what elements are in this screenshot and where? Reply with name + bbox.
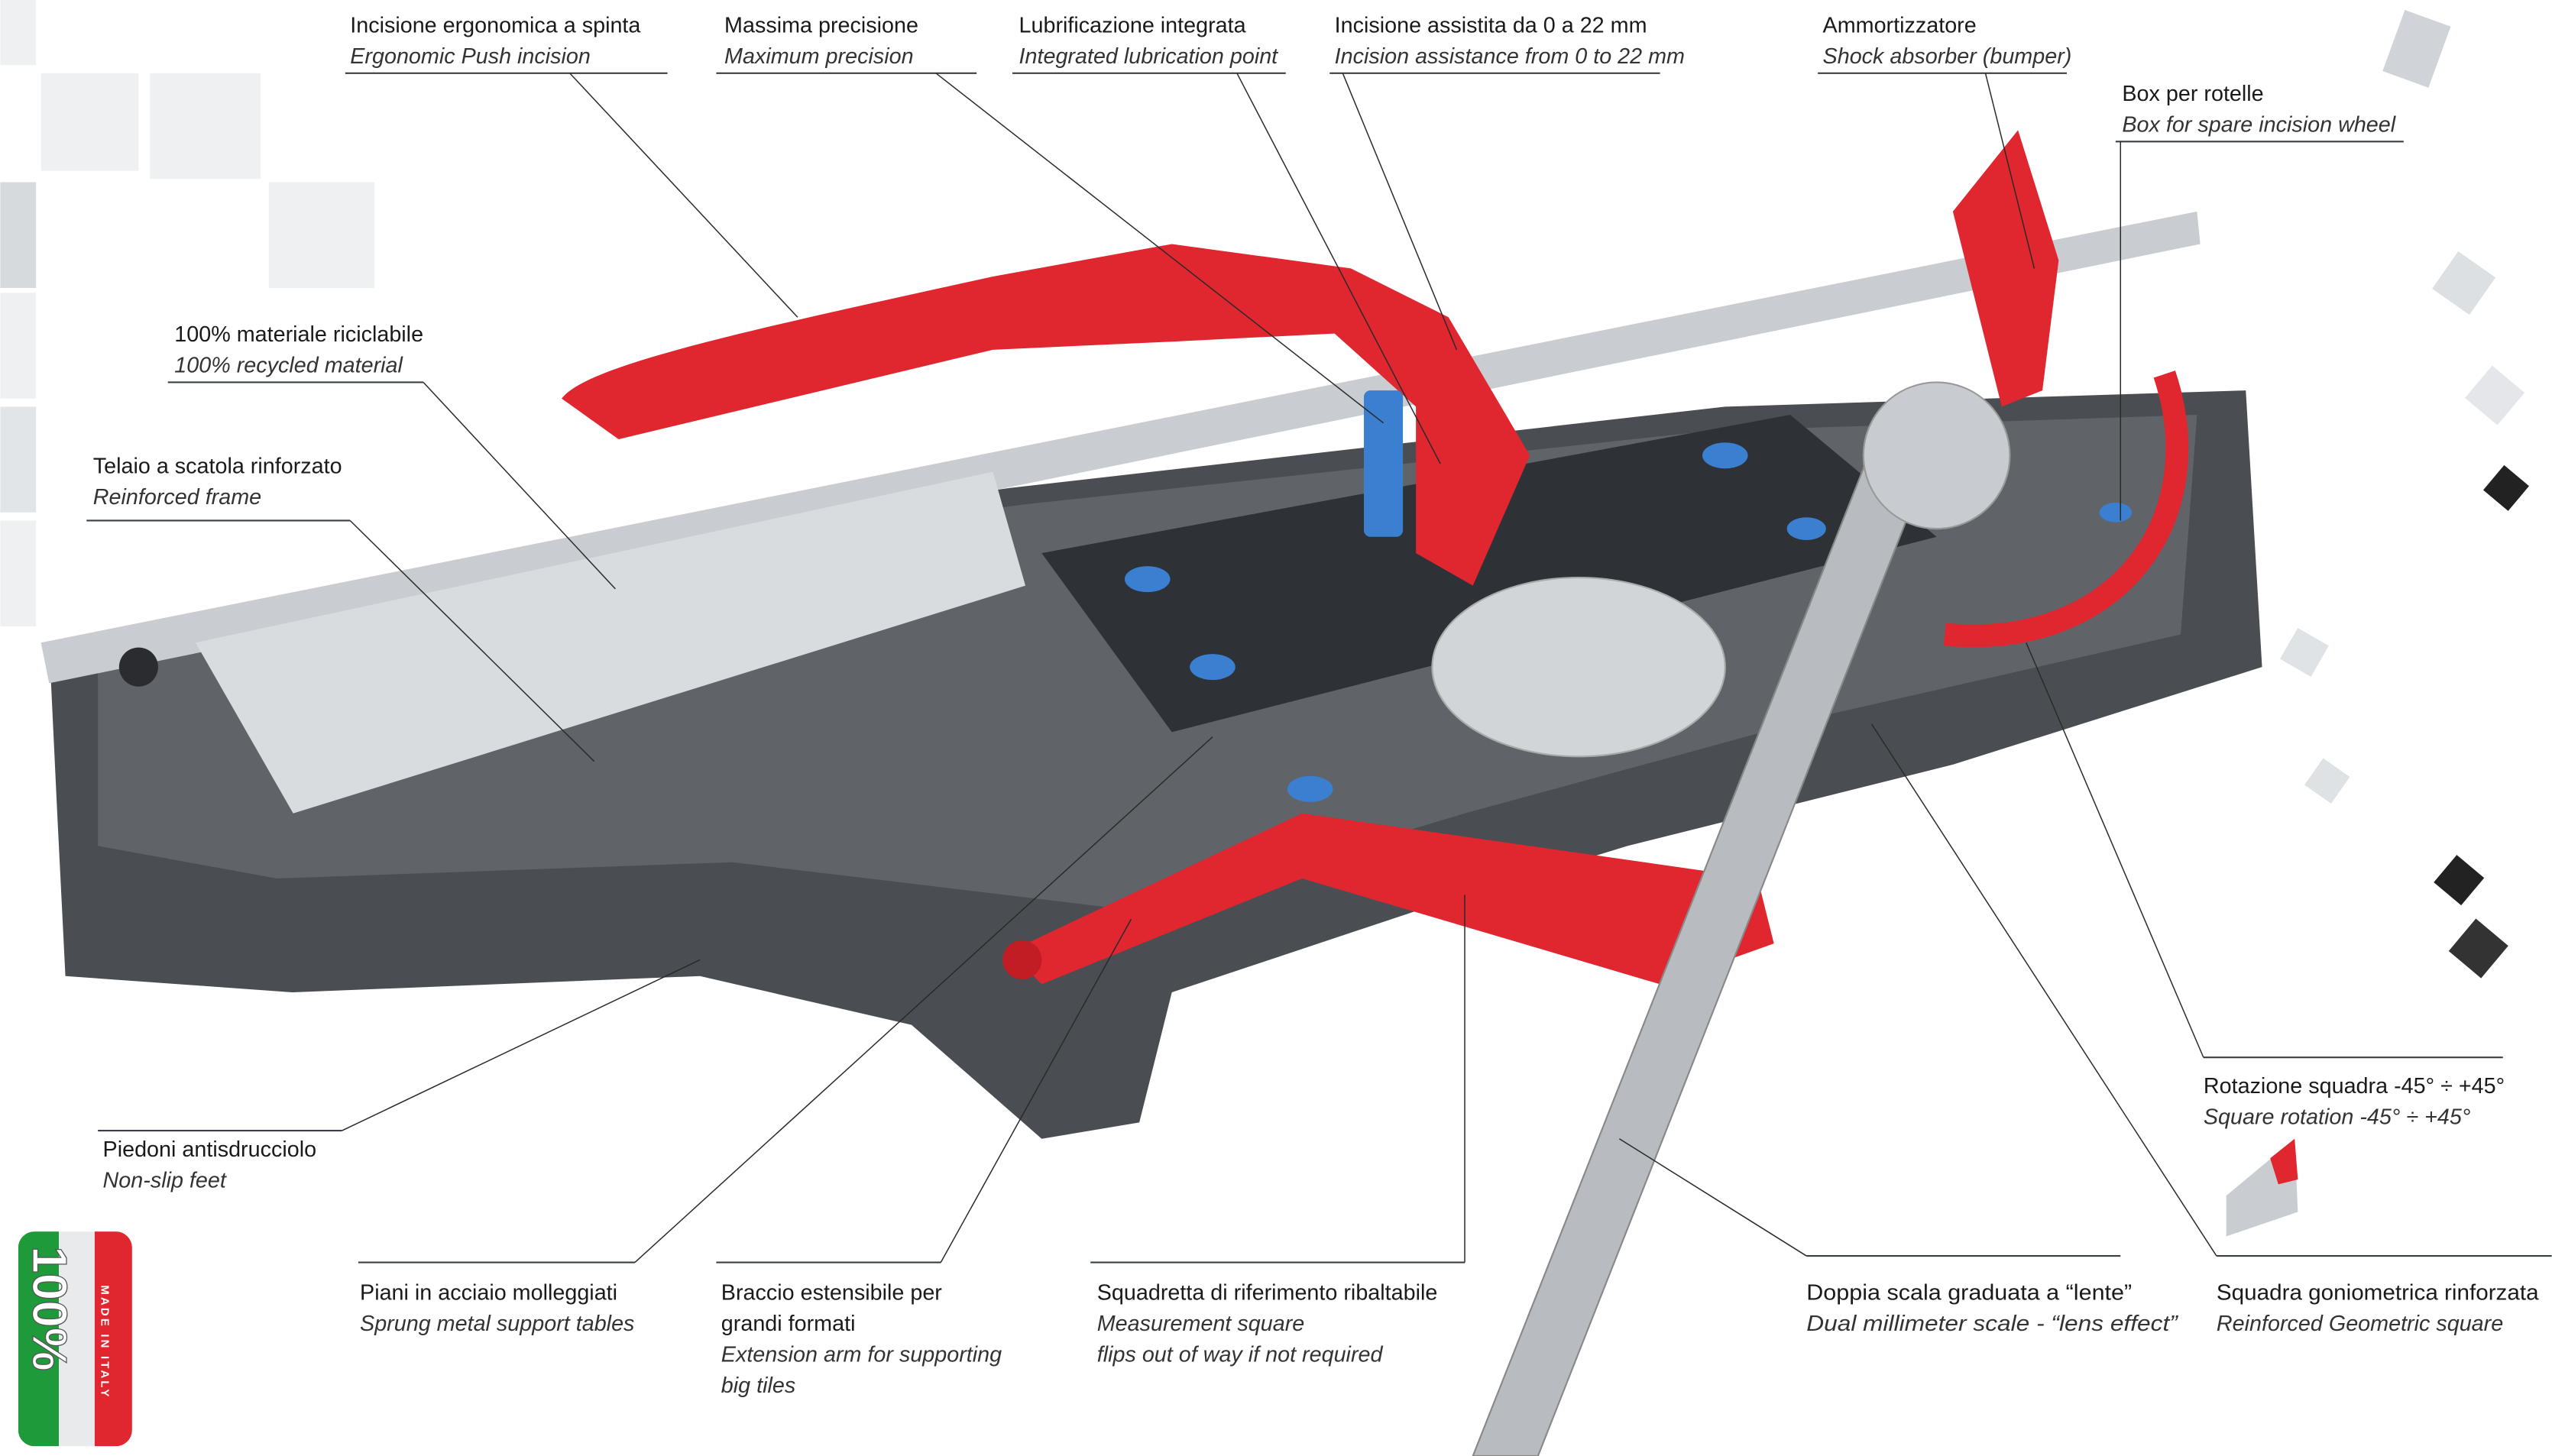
callout-subtitle: Extension arm for supporting — [721, 1342, 1002, 1367]
center-plate — [1041, 415, 1937, 733]
callout-title: Incisione assistita da 0 a 22 mm — [1335, 14, 1647, 38]
callout-subtitle: Reinforced Geometric square — [2217, 1312, 2503, 1336]
callout-measurement-square: Squadretta di riferimento ribaltabile Me… — [1097, 1281, 1438, 1367]
badge-percent: 100% — [22, 1246, 77, 1370]
ruler-pivot — [1862, 381, 2011, 530]
callout-title-line2: grandi formati — [721, 1312, 856, 1336]
callout-title: Telaio a scatola rinforzato — [93, 455, 342, 479]
made-in-italy-badge: 100% MADE IN ITALY — [18, 1231, 132, 1447]
callout-incision-assistance: Incisione assistita da 0 a 22 mm Incisio… — [1335, 14, 1685, 69]
callout-title: Rotazione squadra -45° ÷ +45° — [2204, 1074, 2505, 1098]
scale-disc — [1431, 576, 1726, 758]
callout-max-precision: Massima precisione Maximum precision — [724, 14, 918, 69]
callout-shock-absorber: Ammortizzatore Shock absorber (bumper) — [1823, 14, 2072, 69]
callout-title: Lubrificazione integrata — [1019, 14, 1246, 38]
callout-subtitle: Incision assistance from 0 to 22 mm — [1335, 44, 1685, 69]
leader-lines — [86, 72, 2552, 1263]
frame-hole — [118, 647, 158, 687]
callout-title: Ammortizzatore — [1823, 14, 1977, 38]
callout-subtitle: Integrated lubrication point — [1019, 44, 1279, 69]
callout-non-slip-feet: Piedoni antisdrucciolo Non-slip feet — [103, 1137, 317, 1192]
callout-subtitle: Dual millimeter scale - “lens effect” — [1806, 1312, 2178, 1336]
callout-title: Piani in acciaio molleggiati — [360, 1281, 617, 1306]
callout-title: Massima precisione — [724, 14, 918, 38]
badge-made-in-italy: MADE IN ITALY — [98, 1285, 110, 1399]
callout-subtitle: Non-slip feet — [103, 1169, 227, 1193]
callout-subtitle: Square rotation -45° ÷ +45° — [2204, 1105, 2470, 1130]
callout-extension-arm: Braccio estensibile per grandi formati E… — [721, 1281, 1002, 1398]
callout-subtitle: Maximum precision — [724, 44, 914, 69]
callout-reinforced-frame: Telaio a scatola rinforzato Reinforced f… — [93, 455, 342, 510]
callout-title: Squadra goniometrica rinforzata — [2217, 1281, 2539, 1306]
callout-recycled: 100% materiale riciclabile 100% recycled… — [174, 322, 423, 377]
blue-oil-reservoir — [1363, 390, 1404, 537]
callout-title: Box per rotelle — [2122, 82, 2263, 106]
red-arc — [1943, 370, 2188, 648]
callout-dual-scale: Doppia scala graduata a “lente” Dual mil… — [1806, 1281, 2178, 1336]
callout-title: Incisione ergonomica a spinta — [350, 14, 640, 38]
callout-wheel-box: Box per rotelle Box for spare incision w… — [2122, 82, 2396, 137]
callout-subtitle: Ergonomic Push incision — [350, 44, 591, 69]
blue-pads — [1124, 442, 2133, 802]
red-handle — [562, 244, 1530, 586]
callout-subtitle-line2: flips out of way if not required — [1097, 1342, 1384, 1367]
callout-title: Squadretta di riferimento ribaltabile — [1097, 1281, 1438, 1306]
steel-guide — [195, 471, 1026, 814]
callout-subtitle: Reinforced frame — [93, 485, 261, 510]
callout-ergonomic-push: Incisione ergonomica a spinta Ergonomic … — [350, 14, 640, 69]
callout-square-rotation: Rotazione squadra -45° ÷ +45° Square rot… — [2204, 1074, 2505, 1129]
callout-title: Piedoni antisdrucciolo — [103, 1137, 317, 1162]
callout-subtitle: 100% recycled material — [174, 354, 403, 378]
background-pattern — [0, 0, 2529, 979]
tile-cutter-illustration — [40, 130, 2262, 1456]
callout-sprung-tables: Piani in acciaio molleggiati Sprung meta… — [360, 1281, 634, 1336]
arm-knob — [1002, 940, 1042, 980]
callout-subtitle: Sprung metal support tables — [360, 1312, 634, 1336]
callout-subtitle: Measurement square — [1097, 1312, 1305, 1336]
callout-subtitle-line2: big tiles — [721, 1373, 795, 1398]
callout-title: 100% materiale riciclabile — [174, 322, 423, 347]
callout-lubrication: Lubrificazione integrata Integrated lubr… — [1019, 14, 1279, 69]
rotation-thumbnail-red — [2270, 1138, 2298, 1185]
callout-subtitle: Shock absorber (bumper) — [1823, 44, 2072, 69]
callout-title: Braccio estensibile per — [721, 1281, 943, 1306]
bumper — [1952, 130, 2059, 407]
callout-subtitle: Box for spare incision wheel — [2122, 112, 2396, 137]
callout-geometric-square: Squadra goniometrica rinforzata Reinforc… — [2217, 1281, 2539, 1336]
red-arm — [1009, 813, 1774, 985]
callout-title: Doppia scala graduata a “lente” — [1806, 1281, 2132, 1306]
